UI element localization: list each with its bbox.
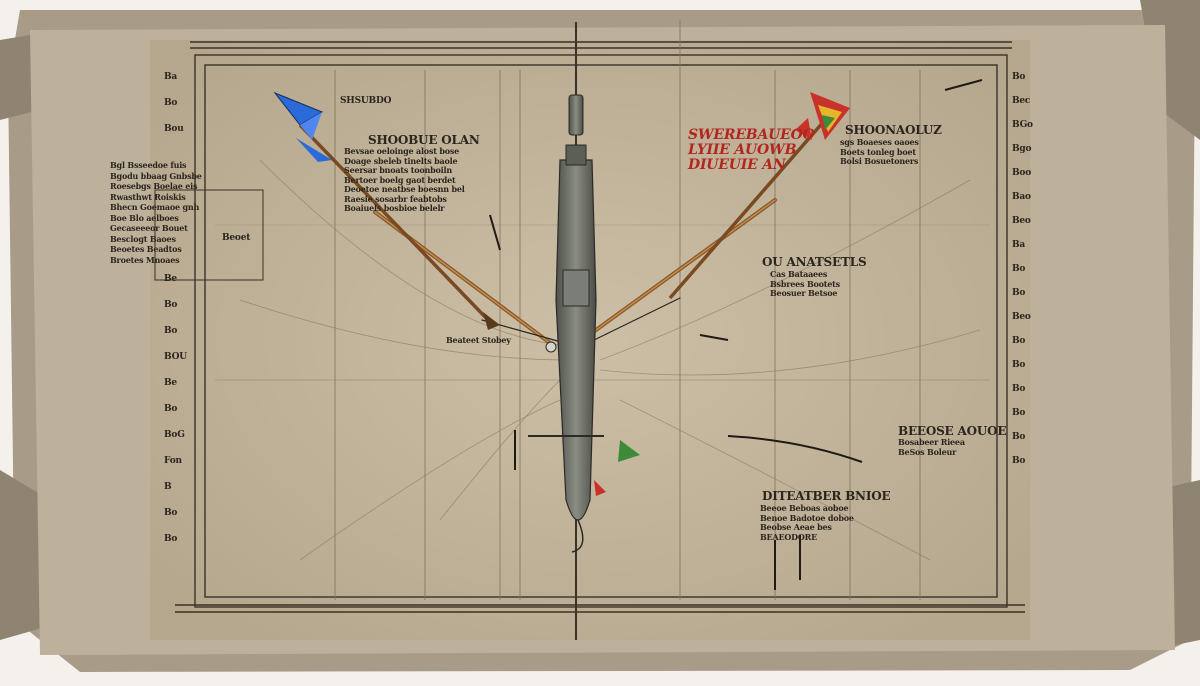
right-margin-label: Boo [1012,168,1032,178]
left-margin-label: Bou [164,124,184,134]
left-panel-tag: Beoet [222,233,251,243]
left-arrow [273,91,500,330]
right-margin-label: Ba [1012,240,1026,250]
right-margin-label: Bo [1012,456,1026,466]
right-margin-label: Bo [1012,360,1026,370]
bottom-notes: Beeoe Beboas aoboe Benoe Badotoe doboe B… [760,503,854,542]
left-margin-labels: Ba Bo Bou Be Bo Bo BOU Be Bo BoG Fon B B… [164,72,196,560]
right-margin-label: Bo [1012,432,1026,442]
right-margin-label: BGo [1012,120,1033,130]
left-margin-label: Fon [164,456,182,466]
left-margin-label: Bo [164,508,178,518]
border-lines [175,41,1025,613]
right-top-notes: sgs Boaeses oaoes Boets tonleg boet Bols… [840,137,919,166]
right-margin-label: Beo [1012,312,1031,322]
left-margin-label: B [164,482,172,492]
right-low-heading: BEEOSE AOUOE [898,424,1007,438]
left-margin-label: Bo [164,98,178,108]
right-top-heading: SHOONAOLUZ [845,123,942,137]
right-margin-label: Bo [1012,384,1026,394]
right-margin-label: Bo [1012,336,1026,346]
left-margin-label: Bo [164,404,178,414]
top-title: SHSUBDO [340,96,392,106]
right-margin-label: Bo [1012,72,1026,82]
left-margin-label: Ba [164,72,178,82]
right-margin-label: Bo [1012,408,1026,418]
right-margin-label: Bec [1012,96,1031,106]
left-margin-label: Be [164,274,177,284]
bow-riser [528,22,640,640]
right-margin-label: Bo [1012,288,1026,298]
sketch-curves [239,159,981,561]
left-margin-label: Bo [164,534,178,544]
left-panel-notes: Bgl Bsseedoe fuis Bgodu bbaag Gnbsbe Roe… [110,160,202,265]
right-margin-labels: Bo Bec BGo Bgo Boo Bao Beo Ba Bo Bo Beo … [1012,72,1044,480]
bottom-heading: DITEATBER BNIOE [762,489,891,503]
right-margin-label: Bgo [1012,144,1032,154]
right-arrow [668,92,850,300]
left-margin-label: Be [164,378,177,388]
left-arrow-notes: Bevsae oeloinge alost bose Doage sbeleb … [344,146,465,213]
guide-lines [215,20,990,600]
left-panel-box [154,189,264,281]
right-low-notes: Bosabeer Rieea BeSos Boleur [898,437,965,457]
left-margin-label: BOU [164,352,187,362]
left-margin-label: BoG [164,430,185,440]
left-arrow-heading: SHOOBUE OLAN [368,133,480,147]
red-annotation: SWEREBAUEOO LYIIE AUOWB DIUEUIE AN [688,127,815,173]
right-mid-heading: OU ANATSETLS [762,255,867,269]
right-margin-label: Bao [1012,192,1031,202]
left-margin-label: Bo [164,300,178,310]
right-mid-notes: Cas Bataaees Bsbrees Bootets Beosuer Bet… [770,269,840,298]
left-margin-label: Bo [164,326,178,336]
right-margin-label: Bo [1012,264,1026,274]
right-margin-label: Beo [1012,216,1031,226]
center-small-label: Beateet Stobey [446,335,511,345]
ink-marks [489,79,983,590]
